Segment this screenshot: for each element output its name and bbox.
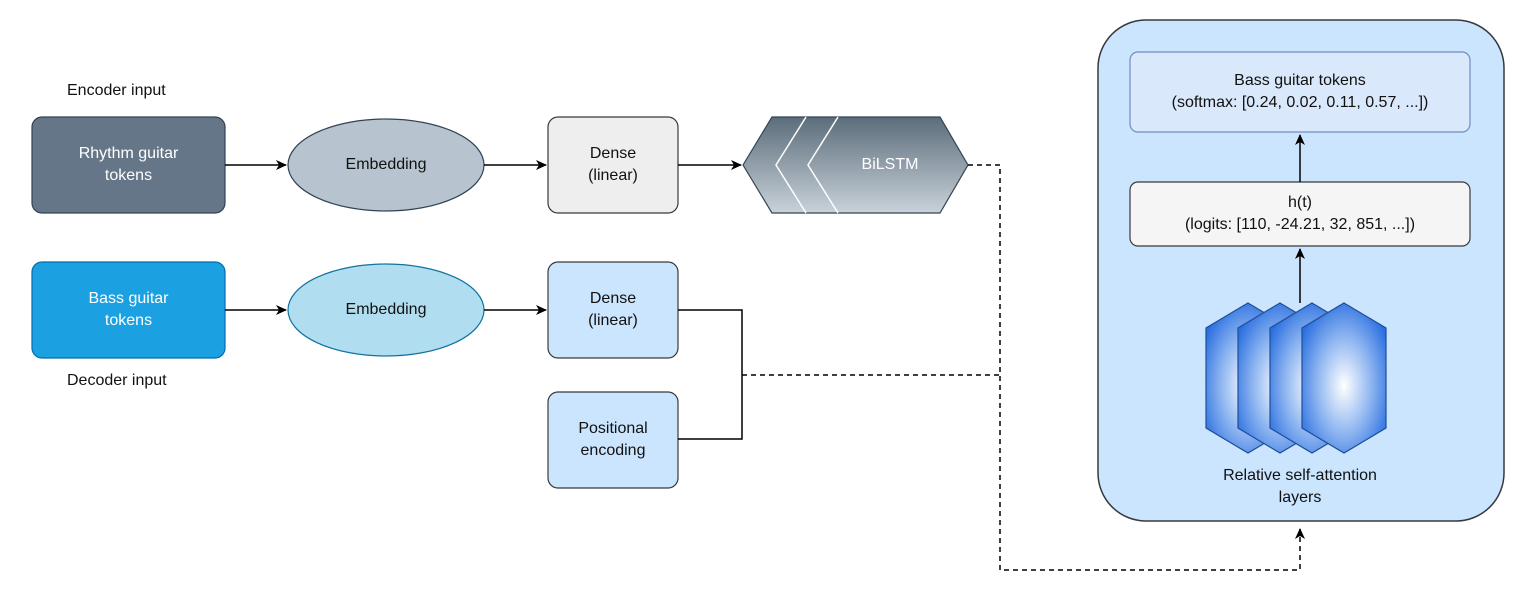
embedding-bottom-text: Embedding xyxy=(345,301,427,319)
encoder-input-label: Encoder input xyxy=(67,82,166,99)
dense-top-text: Dense(linear) xyxy=(588,145,638,184)
decoder-input-label: Decoder input xyxy=(67,372,167,389)
dense-bottom-text: Dense(linear) xyxy=(588,290,638,329)
output-tokens-text: Bass guitar tokens(softmax: [0.24, 0.02,… xyxy=(1171,72,1429,111)
positional-box xyxy=(547,391,679,489)
hexagon-layer-shape xyxy=(1205,302,1387,454)
output-tokens-box xyxy=(1129,51,1471,133)
embedding-top-text: Embedding xyxy=(345,156,427,174)
decoder-container xyxy=(1097,19,1505,522)
dashed-connectors xyxy=(742,164,1305,571)
logits-text: h(t)(logits: [110, -24.21, 32, 851, ...]… xyxy=(1184,194,1416,233)
bilstm-text: BiLSTM xyxy=(861,156,919,174)
